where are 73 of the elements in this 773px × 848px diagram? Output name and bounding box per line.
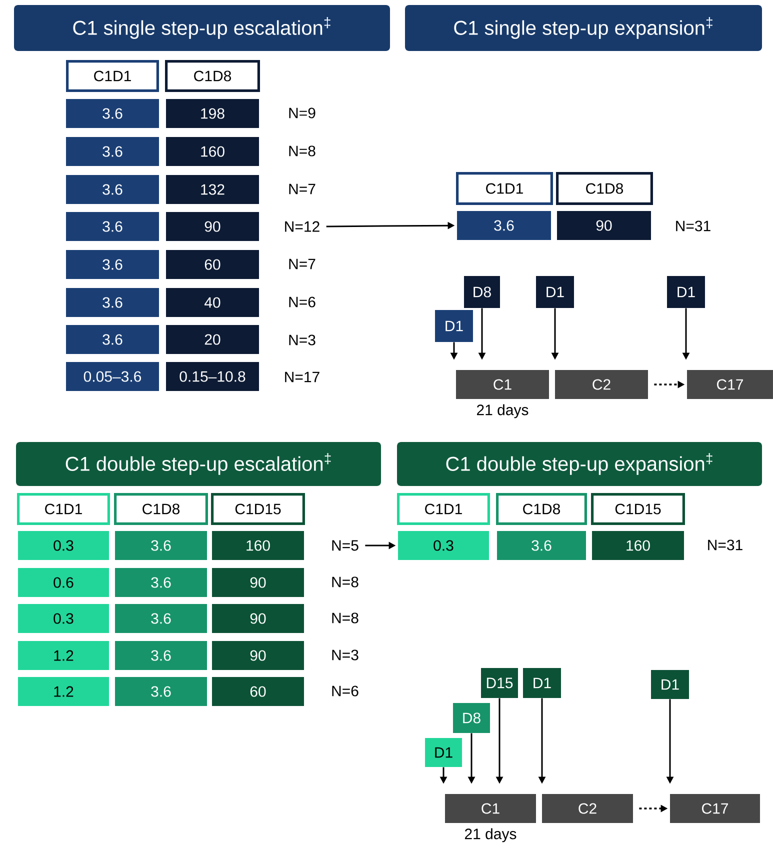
sample-size-label: N=5 (332, 540, 358, 551)
dose-cell: 3.6 (66, 175, 159, 204)
dose-cell: 3.6 (457, 211, 551, 240)
dose-cell: 1.2 (18, 641, 109, 670)
dose-cell: 0.3 (398, 531, 489, 560)
dose-cell: 0.3 (18, 531, 109, 560)
sample-size-label: N=7 (289, 184, 316, 194)
column-header: C1D1 (456, 172, 553, 205)
column-header: C1D8 (496, 493, 587, 525)
sample-size-label: N=6 (332, 686, 358, 696)
sample-size-label: N=31 (708, 540, 742, 550)
dose-cell: 3.6 (66, 288, 159, 317)
dose-cell: 20 (166, 325, 259, 354)
section-header: C1 single step-up escalation$^{‡}$ (14, 5, 390, 51)
sample-size-label: N=31 (676, 220, 710, 232)
dose-cell: 3.6 (497, 531, 586, 560)
sample-size-label: N=8 (332, 612, 358, 624)
column-header: C1D15 (591, 493, 685, 525)
dose-cell: 0.6 (18, 568, 109, 597)
sample-size-label: N=6 (289, 296, 316, 308)
dose-cell: 3.6 (115, 677, 207, 706)
column-header: C1D15 (211, 493, 305, 525)
sample-size-label: N=7 (289, 258, 316, 270)
dose-cell: 3.6 (115, 604, 207, 633)
cycle-bar: C17 (670, 794, 760, 823)
sample-size-label: N=3 (332, 650, 358, 660)
dose-cell: 3.6 (115, 568, 207, 597)
dose-cell: 0.15–10.8 (166, 362, 259, 391)
duration-label: 21 days (476, 404, 528, 418)
sample-size-label: N=8 (289, 146, 316, 156)
cycle-bar: C1 (456, 370, 549, 399)
duration-label: 21 days (464, 828, 516, 842)
dose-cell: 3.6 (66, 99, 159, 128)
sample-size-label: N=12 (285, 221, 320, 232)
column-header: C1D1 (397, 493, 490, 525)
dose-cell: 90 (212, 604, 304, 633)
column-header: C1D1 (66, 60, 159, 92)
sample-size-label: N=3 (289, 334, 316, 346)
cycle-bar: C17 (687, 370, 773, 399)
dose-cell: 0.3 (18, 604, 109, 633)
sample-size-label: N=8 (332, 576, 358, 588)
section-header: C1 double step-up escalation$^{‡}$ (16, 442, 381, 486)
dose-cell: 90 (557, 211, 651, 240)
dose-cell: 90 (166, 212, 259, 241)
section-header: C1 double step-up expansion$^{‡}$ (397, 442, 762, 486)
dose-cell: 0.05–3.6 (66, 362, 159, 391)
dose-cell: 160 (592, 531, 684, 560)
column-header: C1D8 (556, 172, 653, 205)
dose-cell: 3.6 (66, 250, 159, 279)
dose-cell: 1.2 (18, 677, 109, 706)
dose-cell: 3.6 (66, 137, 159, 166)
sample-size-label: N=17 (285, 372, 320, 382)
dose-cell: 3.6 (115, 531, 207, 560)
dose-cell: 132 (166, 175, 259, 204)
column-header: C1D8 (165, 60, 260, 92)
dose-cell: 60 (166, 250, 259, 279)
dose-cell: 3.6 (66, 325, 159, 354)
dose-cell: 3.6 (115, 641, 207, 670)
dose-cell: 60 (212, 677, 304, 706)
column-header: C1D1 (17, 493, 110, 525)
dose-cell: 160 (166, 137, 259, 166)
cycle-bar: C2 (542, 794, 633, 823)
dose-cell: 198 (166, 99, 259, 128)
dose-cell: 90 (212, 568, 304, 597)
dose-cell: 40 (166, 288, 259, 317)
column-header: C1D8 (114, 493, 208, 525)
sample-size-label: N=9 (289, 108, 316, 118)
dose-cell: 90 (212, 641, 304, 670)
dose-cell: 3.6 (66, 212, 159, 241)
section-header: C1 single step-up expansion$^{‡}$ (405, 5, 762, 51)
cycle-bar: C2 (555, 370, 648, 399)
cycle-bar: C1 (445, 794, 536, 823)
dose-cell: 160 (212, 531, 304, 560)
